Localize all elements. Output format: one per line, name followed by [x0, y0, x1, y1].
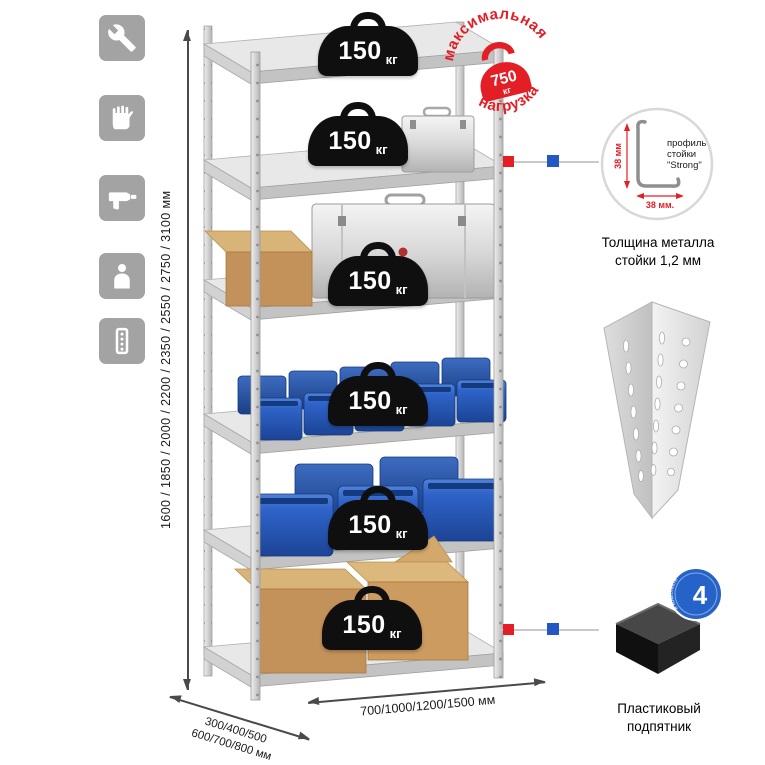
rack-posts-front — [250, 47, 504, 701]
connector-node-blue-bottom — [547, 623, 559, 635]
person-icon — [114, 264, 130, 289]
profile-caption-line1: Толщина металла — [601, 235, 715, 250]
kit-count-badge: 4 в комплекте — [669, 567, 723, 621]
profile-caption-line2: стойки 1,2 мм — [614, 252, 702, 268]
stamp-text-top: максимальная — [431, 0, 553, 66]
load-value: 150 — [348, 266, 392, 295]
upright-profile-icon — [115, 327, 129, 355]
wrench-icon — [108, 24, 136, 52]
profile-label-3: "Strong" — [667, 160, 702, 171]
feature-tile-wrench — [99, 15, 145, 61]
profile-caption: Толщина металла стойки 1,2 мм — [586, 234, 730, 269]
feature-tile-person — [99, 253, 145, 299]
feature-tile-drill — [99, 175, 145, 221]
max-load-stamp: максимальная нагрузка 750 кг — [431, 0, 553, 122]
cargo-cardboard-box — [204, 230, 313, 307]
perforated-upright-image — [603, 301, 711, 520]
plastic-foot-image — [615, 602, 701, 674]
profile-label-1: профиль — [667, 138, 706, 149]
weight-handle — [360, 486, 396, 503]
svg-text:в комплекте: в комплекте — [669, 577, 680, 610]
stamp-weight-icon: 750 кг — [480, 42, 532, 102]
profile-label-2: стойки — [667, 149, 696, 160]
load-unit: кг — [395, 402, 408, 417]
glove-icon — [112, 105, 134, 130]
load-value: 150 — [342, 610, 386, 639]
weight-handle — [360, 242, 396, 259]
weight-handle — [350, 12, 386, 29]
weight-handle — [354, 586, 390, 603]
weight-handle — [360, 362, 396, 379]
badge-count: 4 — [693, 580, 708, 610]
load-value: 150 — [348, 510, 392, 539]
stamp-unit: кг — [502, 85, 513, 97]
load-value: 150 — [338, 36, 382, 65]
foot-caption-line2: подпятник — [626, 718, 692, 734]
load-unit: кг — [375, 142, 388, 157]
svg-text:максимальная: максимальная — [431, 0, 553, 66]
connector-node-red-bottom — [503, 624, 514, 635]
load-unit: кг — [395, 282, 408, 297]
stamp-value: 750 — [489, 67, 519, 90]
load-unit: кг — [385, 52, 398, 67]
foot-caption-line1: Пластиковый — [617, 701, 701, 716]
load-value: 150 — [348, 386, 392, 415]
profile-dim-horizontal-label: 38 мм. — [646, 200, 674, 210]
load-unit: кг — [395, 526, 408, 541]
profile-cross-section — [636, 119, 681, 188]
upright-holes — [622, 331, 691, 482]
connector-node-blue-top — [547, 155, 559, 167]
connector-node-red-top — [503, 156, 514, 167]
profile-horizontal-dim — [636, 193, 684, 199]
height-dimension-label: 1600 / 1850 / 2000 / 2200 / 2350 / 2550 … — [159, 190, 173, 530]
profile-vertical-dim — [624, 123, 630, 189]
profile-dim-vertical-label: 38 мм — [613, 143, 623, 169]
load-value: 150 — [328, 126, 372, 155]
load-unit: кг — [389, 626, 402, 641]
upright-profile-callout: 38 мм 38 мм. профиль стойки "Strong" — [600, 107, 714, 221]
feature-tile-gloves — [99, 95, 145, 141]
feature-tile-upright — [99, 318, 145, 364]
badge-arc-text: в комплекте — [669, 577, 680, 610]
foot-caption: Пластиковый подпятник — [594, 700, 724, 735]
weight-handle — [340, 102, 376, 119]
rack-posts-back — [203, 21, 465, 677]
drill-icon — [108, 192, 137, 210]
height-dimension-line — [183, 30, 191, 690]
